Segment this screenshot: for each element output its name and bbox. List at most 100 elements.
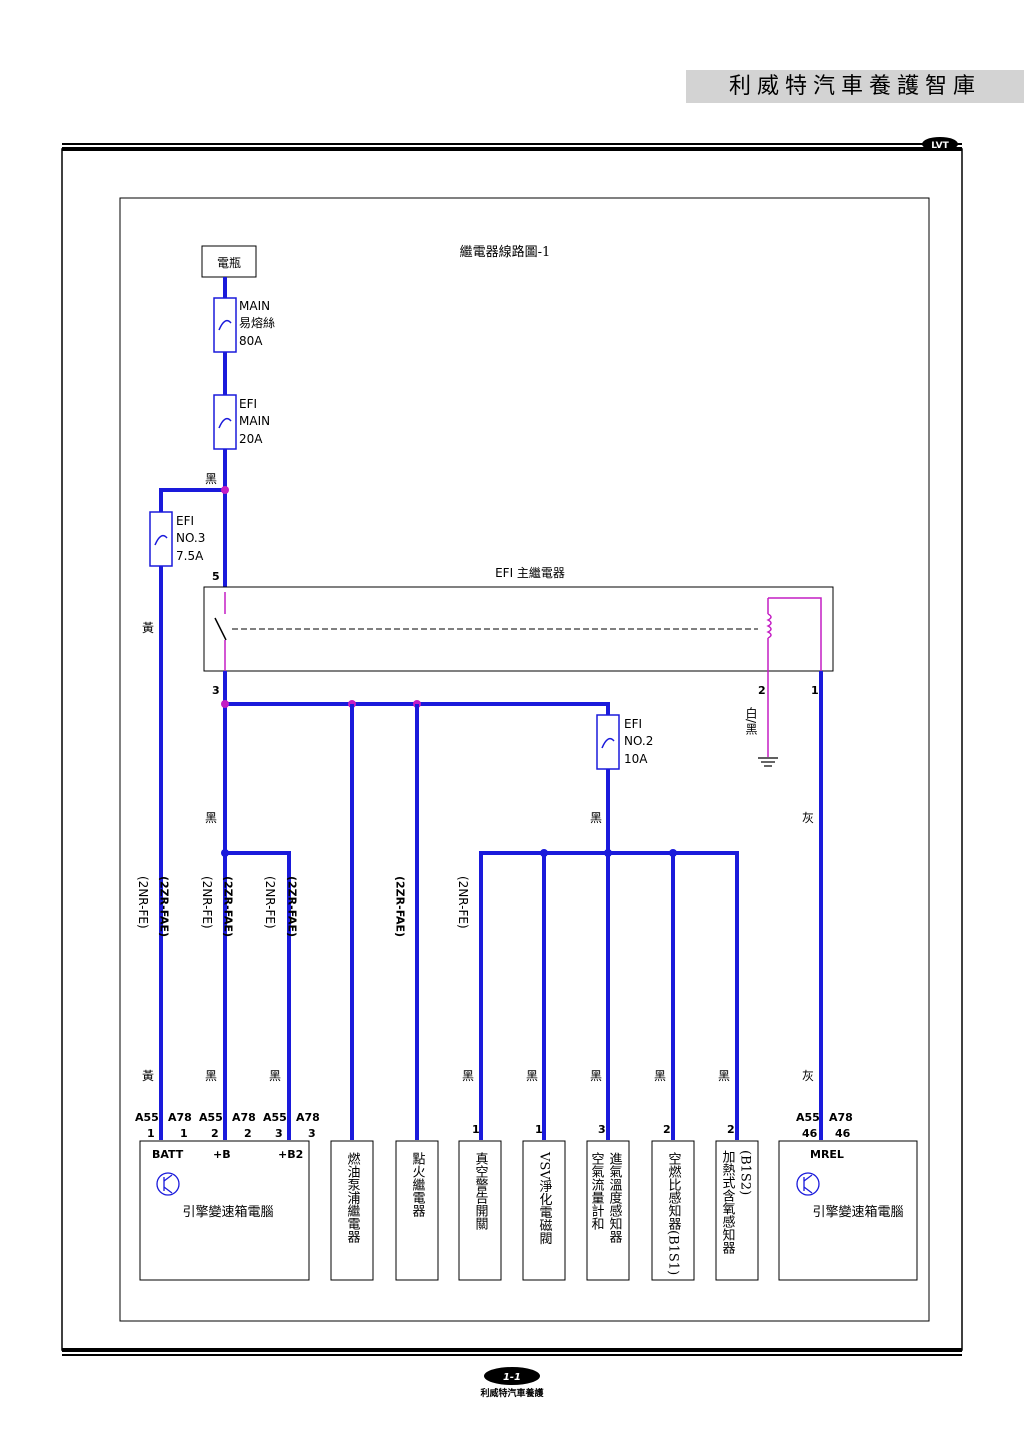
wire-color-label: 黑 [205, 472, 217, 486]
relay-pin-5: 5 [212, 570, 220, 583]
battery-label: 電瓶 [217, 256, 241, 270]
relay-pin-3: 3 [212, 684, 220, 697]
page-badge: 1-1 利威特汽車養護 [479, 1367, 544, 1399]
relay-coil-lead [768, 597, 822, 671]
wire-color-label: 黑 [205, 811, 217, 825]
svg-text:3: 3 [308, 1127, 316, 1140]
junction-node [221, 486, 229, 494]
svg-text:46: 46 [835, 1127, 851, 1140]
fuse-main-80a [213, 297, 237, 353]
junction-node [540, 849, 548, 857]
variant-label: (2NR-FE) [263, 876, 277, 929]
ecm-pin-b: +B [213, 1148, 231, 1161]
wire-color-label: 黑 [718, 1069, 730, 1083]
variant-label: (2ZR-FAE) [158, 876, 171, 937]
fuse-efi-no3 [149, 511, 173, 567]
variant-label: (2ZR-FAE) [394, 876, 407, 937]
header-title: 利威特汽車養護智庫 [728, 74, 981, 99]
fuse-efi-no2-rating: 10A [624, 752, 648, 766]
svg-text:LVT: LVT [931, 141, 949, 151]
ecm-label: 引擎變速箱電腦 [812, 1204, 903, 1220]
efi-no3-wire [159, 488, 225, 1140]
svg-text:A78: A78 [296, 1111, 320, 1124]
wire-color-label: 黑 [526, 1069, 538, 1083]
maf-sensor-label: 進氣溫度感知器 [607, 1152, 623, 1244]
transistor-icon [156, 1172, 180, 1196]
ecm-label: 引擎變速箱電腦 [182, 1204, 273, 1220]
af-sensor-label: 空燃比感知器(B1S1) [666, 1152, 682, 1275]
svg-text:1: 1 [535, 1123, 543, 1136]
fuse-efi-no3-label-2: NO.3 [176, 531, 205, 545]
fuse-efi-no3-rating: 7.5A [176, 549, 204, 563]
svg-text:1-1: 1-1 [503, 1372, 521, 1383]
connector-labels: A55 A78 1 1 A55 A78 2 2 A55 A78 3 3 A55 … [135, 1111, 853, 1140]
o2-sensor-label-2: 加熱式含氧感知器 [720, 1150, 736, 1255]
junction-node [221, 700, 229, 708]
vacuum-switch-label: 真空警告開關 [473, 1152, 489, 1230]
efi-relay-label: EFI 主繼電器 [495, 566, 565, 580]
ecm-pin-b2: +B2 [278, 1148, 303, 1161]
svg-text:A55: A55 [263, 1111, 287, 1124]
wire-color-label: 黑 [462, 1069, 474, 1083]
fuse-main-label: MAIN [239, 299, 270, 313]
svg-text:2: 2 [244, 1127, 252, 1140]
svg-text:3: 3 [275, 1127, 283, 1140]
relay-pin-1: 1 [811, 684, 819, 697]
wire-color-label: 黑 [269, 1069, 281, 1083]
wire-color-label: 黑 [590, 811, 602, 825]
ecm-pin-batt: BATT [152, 1148, 184, 1161]
fuse-main-label-2: 易熔絲 [239, 315, 275, 330]
fuse-efi-main-label: EFI [239, 397, 257, 411]
wire-color-label: 灰 [802, 811, 814, 825]
junction-node [221, 849, 229, 857]
fuse-efi-main-rating: 20A [239, 432, 263, 446]
o2-sensor-label: (B1S2) [738, 1150, 753, 1195]
ecm-box-left [139, 1140, 310, 1281]
wire-color-label: 黑 [654, 1069, 666, 1083]
vsv-label: VSV淨化電磁閥 [537, 1151, 553, 1245]
maf-sensor-label-2: 空氣流量計和 [589, 1152, 605, 1230]
fuse-efi-no2-label-2: NO.2 [624, 734, 653, 748]
fuse-main-rating: 80A [239, 334, 263, 348]
svg-text:A55: A55 [199, 1111, 223, 1124]
wire-color-label: 黑 [205, 1069, 217, 1083]
ground-symbol [758, 757, 778, 767]
variant-label: (2ZR-FAE) [286, 876, 299, 937]
lvt-logo: LVT [922, 137, 958, 151]
battery-box [201, 245, 257, 278]
svg-text:46: 46 [802, 1127, 818, 1140]
diagram-border [119, 197, 930, 1322]
svg-text:3: 3 [598, 1123, 606, 1136]
diagram-title: 繼電器線路圖-1 [460, 244, 551, 260]
relay-switch-contact [214, 617, 227, 641]
wire-color-label: 黑 [590, 1069, 602, 1083]
vacuum-switch-box [458, 1140, 502, 1281]
variant-label: (2NR-FE) [136, 876, 150, 929]
fuel-pump-relay-label: 燃油泵浦繼電器 [345, 1151, 361, 1244]
svg-text:1: 1 [180, 1127, 188, 1140]
svg-text:利威特汽車養護: 利威特汽車養護 [479, 1387, 544, 1399]
af-sensor-box [651, 1140, 695, 1281]
variant-label: (2NR-FE) [200, 876, 214, 929]
junction-node [669, 849, 677, 857]
svg-text:1: 1 [472, 1123, 480, 1136]
svg-text:A78: A78 [232, 1111, 256, 1124]
svg-text:A78: A78 [829, 1111, 853, 1124]
b2-wire [225, 851, 291, 1140]
svg-text:A78: A78 [168, 1111, 192, 1124]
header-band [686, 70, 1024, 103]
relay-coil [766, 598, 772, 671]
ignition-relay-box [395, 1140, 439, 1281]
fuse-efi-no2-label: EFI [624, 717, 642, 731]
fuse-efi-no2 [596, 714, 620, 770]
ecm-pin-mrel: MREL [810, 1148, 844, 1161]
junction-node [604, 849, 612, 857]
fuse-efi-main-20a [213, 394, 237, 450]
o2-sensor-box [715, 1140, 759, 1281]
wire-color-label: 灰 [802, 1069, 814, 1083]
variant-label: (2NR-FE) [456, 876, 470, 929]
maf-sensor-box [586, 1140, 630, 1281]
vsv-box [522, 1140, 566, 1281]
fuse-efi-main-label-2: MAIN [239, 414, 270, 428]
